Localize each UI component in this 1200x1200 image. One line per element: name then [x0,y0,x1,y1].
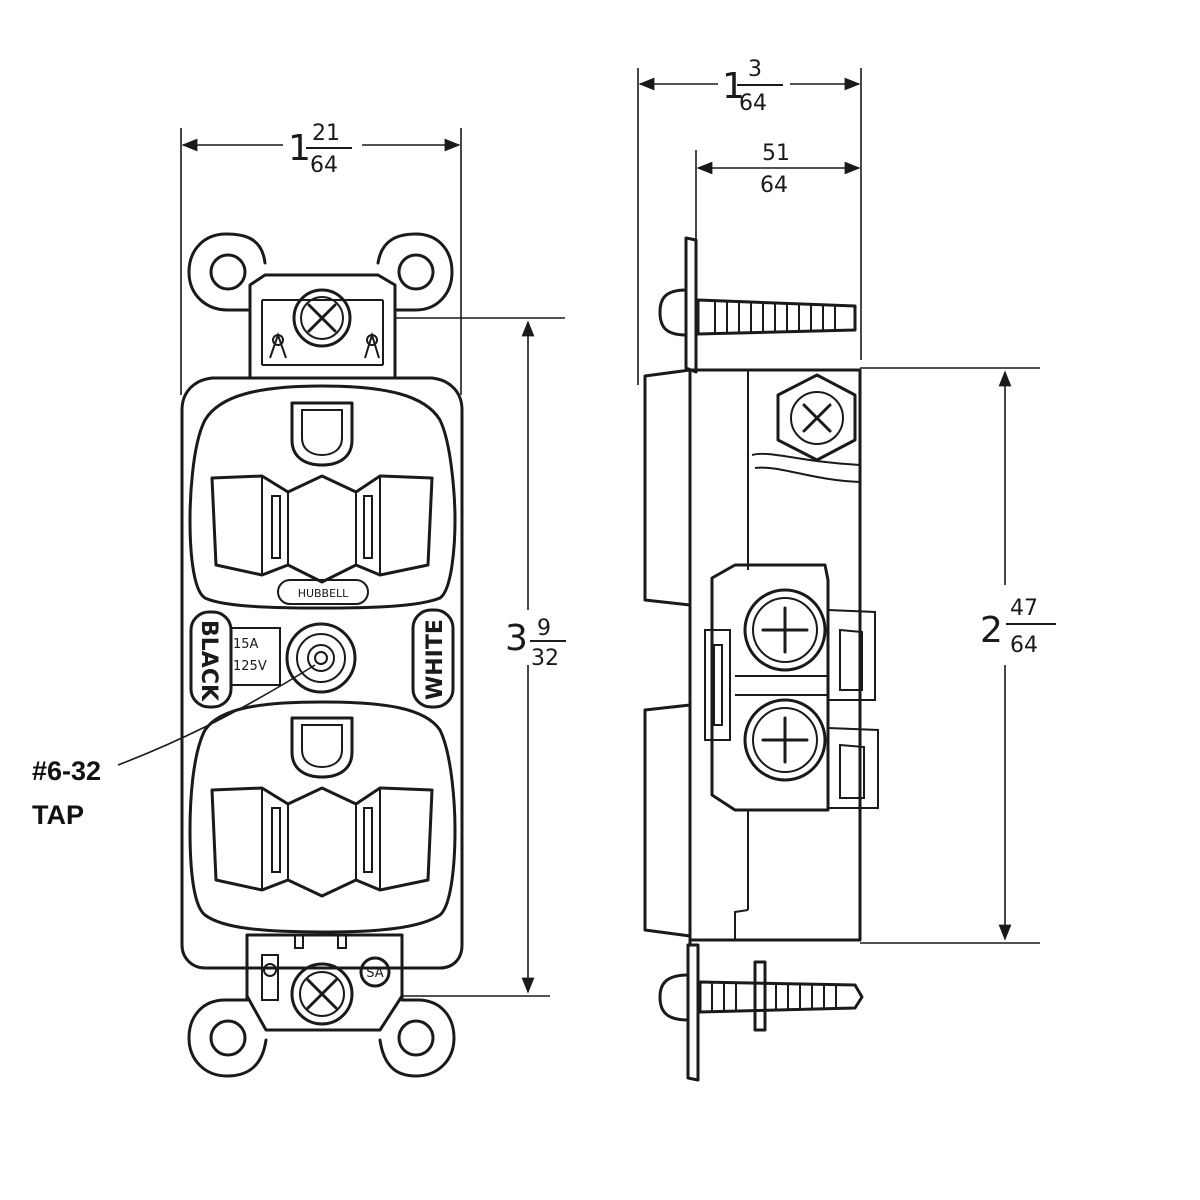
certification-mark [359,956,391,988]
white-terminal-label: WHITE [423,619,448,700]
side-body [643,368,862,947]
lower-outlet [188,700,457,934]
side-body-numerator: 51 [762,141,790,166]
side-depth-numerator: 3 [748,57,762,82]
bottom-mounting-ears [187,994,456,1078]
upper-outlet: HUBBELL [188,384,457,610]
top-mounting-screw-icon [292,288,352,348]
side-depth-dimension: 1 3 64 [637,57,862,385]
lower-ground-slot [290,716,354,779]
side-depth-whole: 1 [722,66,745,107]
certification-mark-text: SA [366,966,383,981]
side-body-dimension: 51 64 [695,141,861,240]
tap-callout: #6-32 TAP [32,664,316,830]
top-mounting-ears [187,232,454,312]
front-height-numerator: 9 [537,616,551,641]
center-tap-hole-icon [285,622,357,694]
front-width-numerator: 21 [312,121,340,146]
side-view: 1 3 64 51 64 [637,57,1056,1082]
front-width-whole: 1 [288,128,311,169]
side-height-dimension: 2 47 64 [860,367,1056,944]
front-height-denominator: 32 [531,646,559,671]
front-height-whole: 3 [505,618,528,659]
tap-label-size: #6-32 [32,756,101,786]
front-height-dimension: 3 9 32 [395,317,566,997]
side-bottom-screw [658,943,864,1082]
front-width-denominator: 64 [310,153,338,178]
volt-rating: 125V [233,659,267,674]
bottom-strap: SA [245,933,404,1032]
side-depth-denominator: 64 [739,91,767,116]
tap-label-text: TAP [32,800,84,830]
front-width-dimension: 1 21 64 [180,121,462,395]
top-strap [248,273,397,380]
receptacle-body [180,376,464,970]
side-height-denominator: 64 [1010,633,1038,658]
middle-band: BLACK WHITE 15A 125V [189,608,455,709]
black-terminal-label: BLACK [196,620,221,702]
brand-label: HUBBELL [298,587,349,600]
bottom-mounting-screw-icon [290,962,354,1026]
upper-ground-slot [290,401,354,467]
terminal-screw-lower-icon [743,698,827,782]
front-view: 1 21 64 [32,121,566,1078]
amp-rating: 15A [233,637,259,652]
side-hex-screw-icon [776,373,857,462]
side-height-numerator: 47 [1010,596,1038,621]
side-terminal-block [704,563,879,812]
terminal-screw-upper-icon [743,588,827,672]
side-height-whole: 2 [980,610,1003,651]
side-body-denominator: 64 [760,173,788,198]
side-top-screw [658,236,857,374]
